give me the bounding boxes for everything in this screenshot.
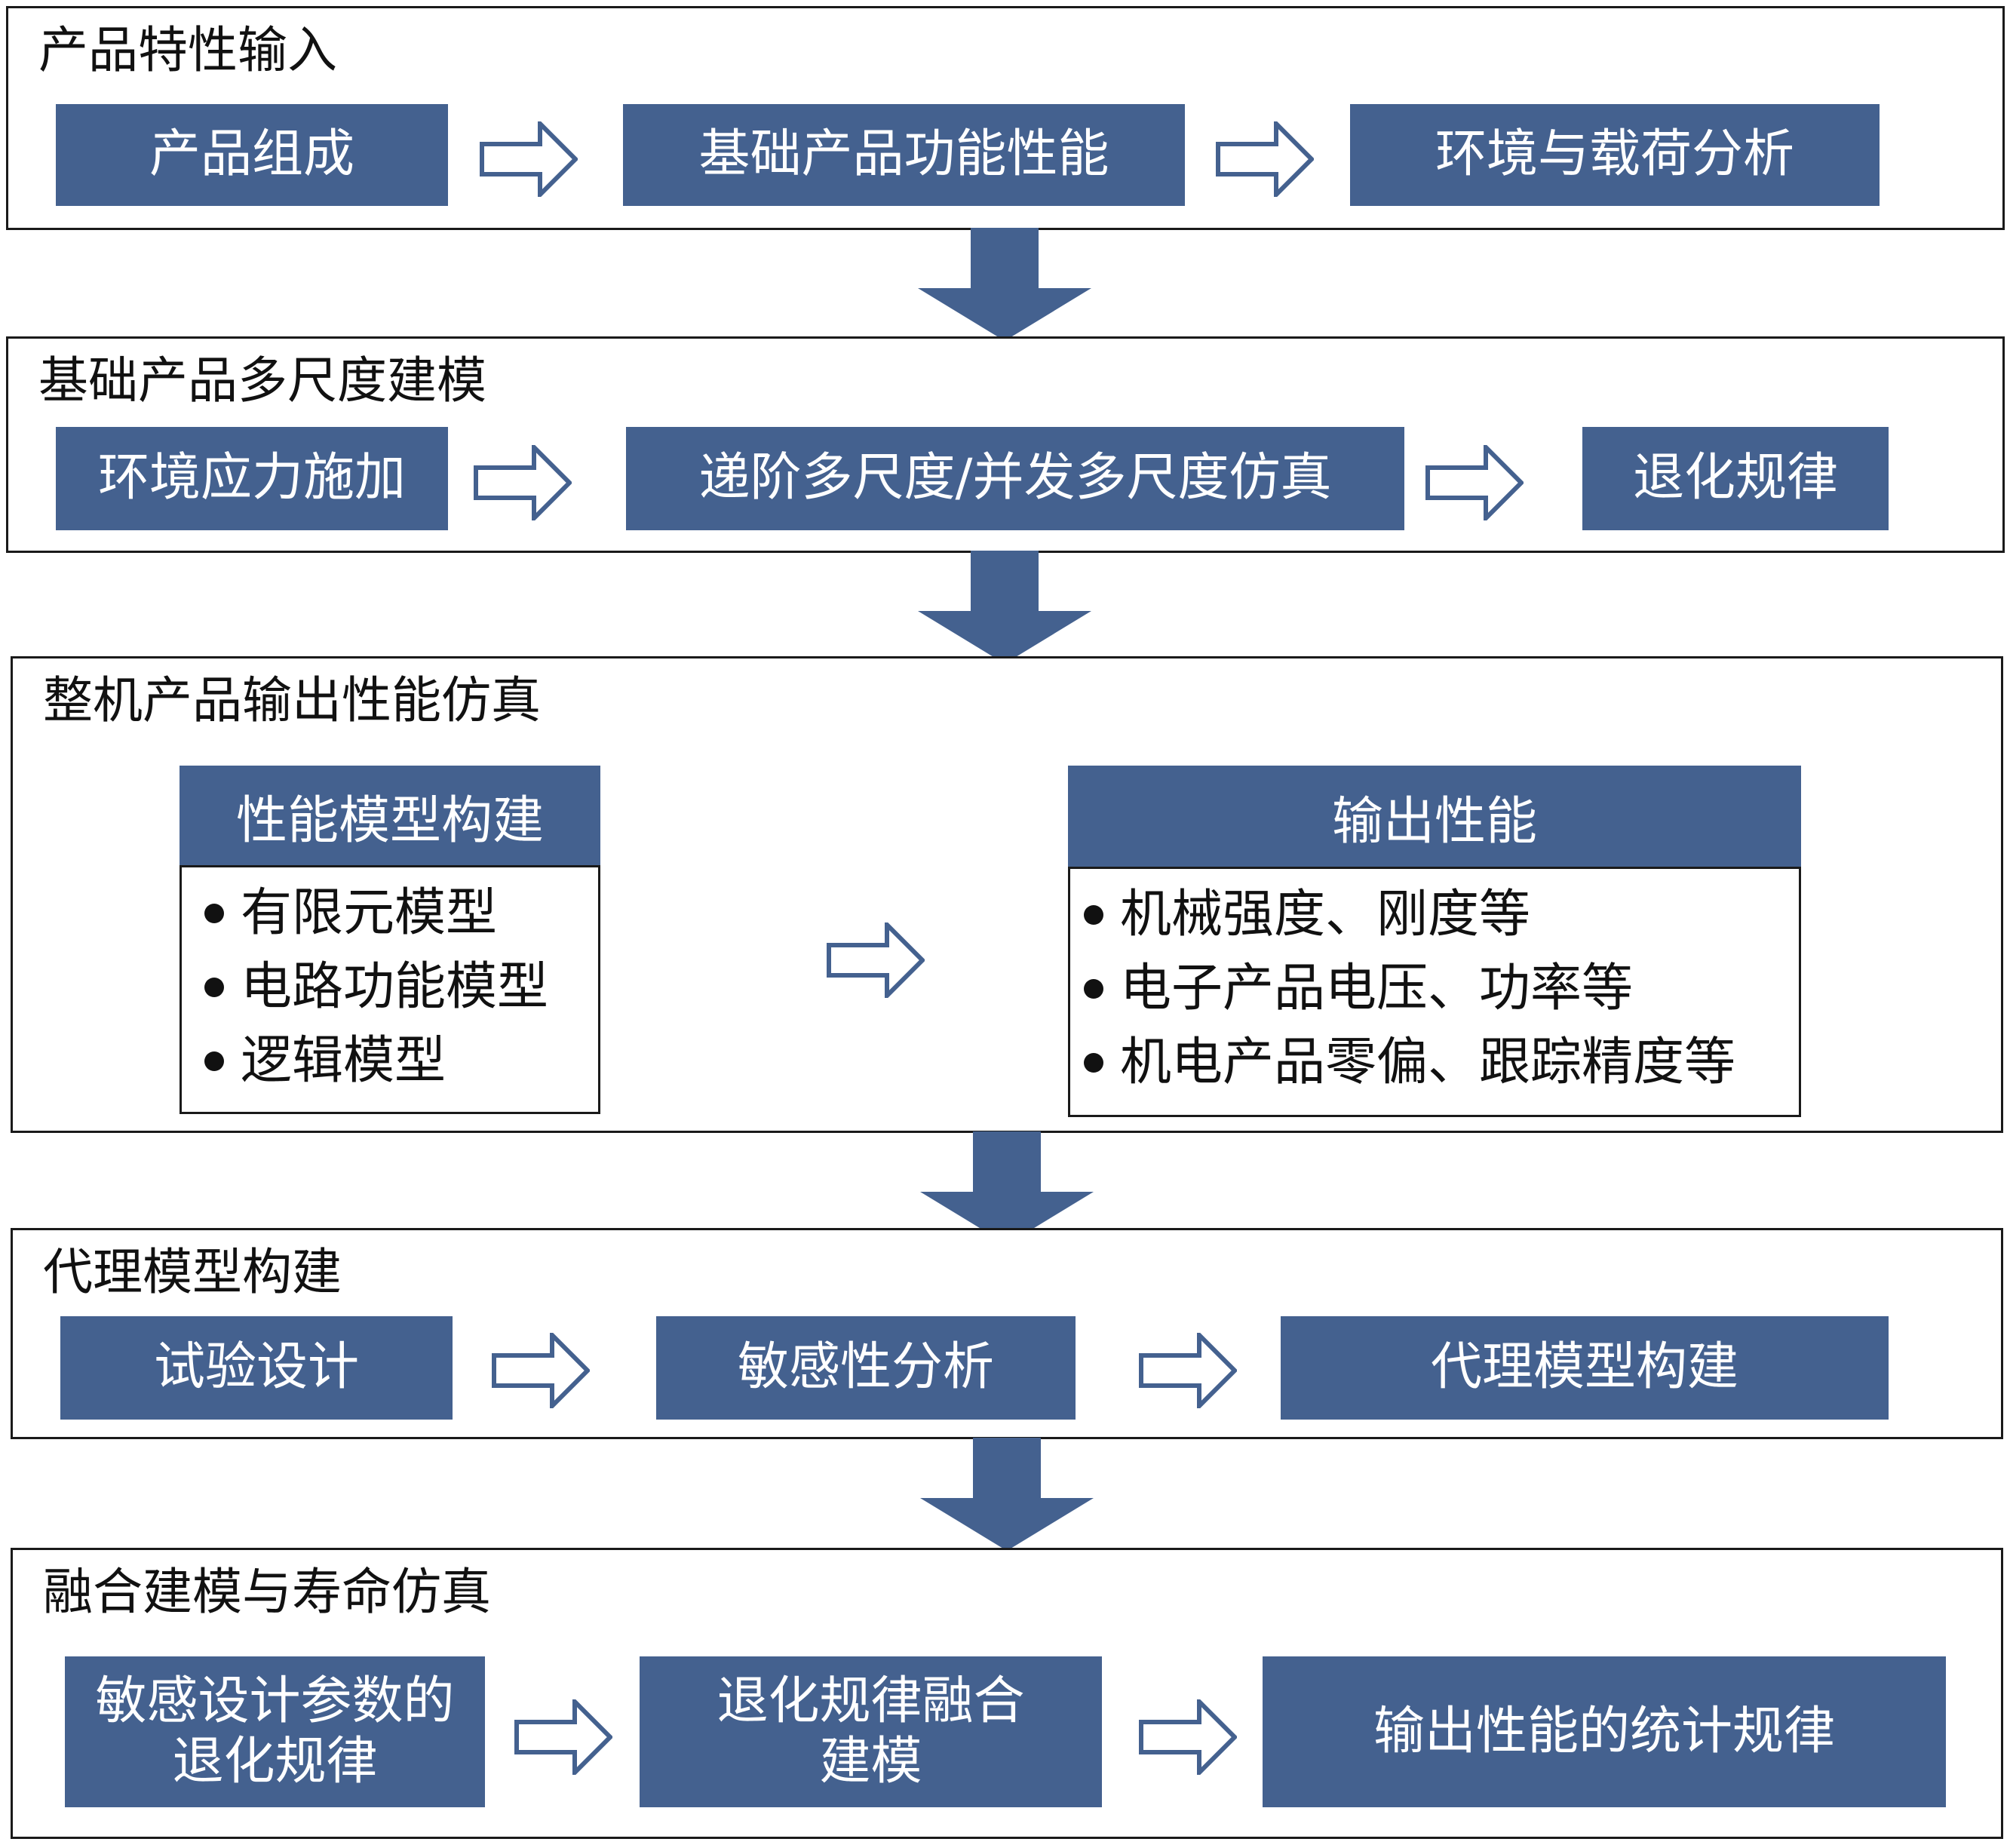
step-box: 敏感性分析 [656,1316,1076,1420]
panel-header: 性能模型构建 [180,766,600,865]
step-box: 产品组成 [56,104,448,206]
section-title: 产品特性输入 [38,21,337,79]
down-arrow-icon [920,1438,1094,1551]
right-arrow-icon [514,1699,612,1775]
step-box: 输出性能的统计规律 [1263,1656,1946,1807]
list-item-label: 电路功能模型 [241,957,549,1017]
list-item-label: 逻辑模型 [241,1031,446,1091]
right-arrow-icon [1139,1333,1237,1408]
down-arrow-icon [918,551,1091,664]
section-title: 整机产品输出性能仿真 [43,671,541,729]
list-item-label: 电子产品电压、功率等 [1120,959,1634,1018]
bullet-icon [204,1051,224,1071]
step-box: 退化规律融合 建模 [640,1656,1102,1807]
section-title: 代理模型构建 [43,1243,342,1301]
list-item: 电子产品电压、功率等 [1084,952,1799,1026]
section-title: 融合建模与寿命仿真 [43,1563,491,1621]
list-item: 机电产品零偏、跟踪精度等 [1084,1026,1799,1100]
list-item: 有限元模型 [204,876,598,950]
step-box: 退化规律 [1582,427,1889,530]
right-arrow-icon [1425,445,1524,520]
step-box: 试验设计 [60,1316,453,1420]
step-box: 基础产品功能性能 [623,104,1185,206]
step-box: 代理模型构建 [1281,1316,1889,1420]
bullet-icon [204,978,224,997]
right-arrow-icon [1139,1699,1237,1775]
section-title: 基础产品多尺度建模 [38,351,486,410]
bullet-icon [1084,1053,1103,1073]
step-box: 敏感设计参数的 退化规律 [65,1656,485,1807]
list-item: 机械强度、刚度等 [1084,878,1799,952]
panel-header: 输出性能 [1068,766,1801,867]
right-arrow-icon [480,121,578,197]
right-arrow-icon [492,1333,590,1408]
bullet-icon [1084,979,1103,999]
step-box: 环境应力施加 [56,427,448,530]
list-item-label: 有限元模型 [241,883,498,943]
step-box: 环境与载荷分析 [1350,104,1880,206]
step-box: 递阶多尺度/并发多尺度仿真 [626,427,1404,530]
panel-list: 有限元模型 电路功能模型 逻辑模型 [180,865,600,1114]
right-arrow-icon [474,445,572,520]
list-item-label: 机电产品零偏、跟踪精度等 [1120,1033,1736,1092]
list-item: 电路功能模型 [204,950,598,1024]
bullet-icon [1084,905,1103,925]
bullet-icon [204,904,224,923]
panel-list: 机械强度、刚度等 电子产品电压、功率等 机电产品零偏、跟踪精度等 [1068,867,1801,1117]
right-arrow-icon [827,922,925,998]
down-arrow-icon [918,228,1091,341]
list-item-label: 机械强度、刚度等 [1120,885,1531,944]
list-item: 逻辑模型 [204,1024,598,1098]
right-arrow-icon [1216,121,1314,197]
